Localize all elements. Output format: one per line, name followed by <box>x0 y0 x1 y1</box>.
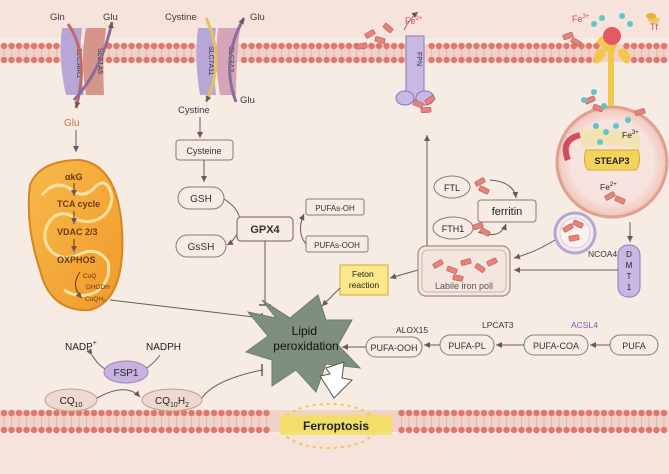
fe3-outside-label: Fe3+ <box>572 14 590 24</box>
coqh2-label: CoQH₂ <box>85 296 106 303</box>
fsp1-node <box>103 360 149 384</box>
slc38a1-slc1a5-transporter: SLC38A1 SLC1A5 <box>60 21 114 109</box>
feton-reaction-box <box>339 264 389 296</box>
nadph-label: NADPH <box>146 342 181 353</box>
tf-label: Tf <box>650 22 658 32</box>
gsh-label: GSH <box>190 194 212 205</box>
fpn-transporter: FPN <box>395 35 435 106</box>
fe3-endosome-label: Fe3+ <box>622 130 639 140</box>
cystine-in-label: Cystine <box>178 105 210 116</box>
pufa-pl-label: PUFA-PL <box>448 341 486 351</box>
feton-word: Feton <box>352 269 374 279</box>
top-membrane <box>0 42 669 64</box>
cq10-label: CQ10 <box>60 396 83 409</box>
labile-iron-pool-label: Labile iron poll <box>435 281 493 291</box>
peroxidation-word: peroxidation <box>273 339 338 353</box>
tca-cycle-label: TCA cycle <box>57 199 100 209</box>
cq10h2-label: CQ10H2 <box>155 396 189 409</box>
cystine-out-label: Cystine <box>165 12 197 23</box>
akg-label: αkG <box>65 172 83 182</box>
vdac-label: VDAC 2/3 <box>57 227 98 237</box>
slc7a11-label: SLC7A11 <box>207 46 214 76</box>
cq10-node <box>44 388 98 412</box>
glu-in-label: Glu <box>64 118 80 129</box>
dmt1-transporter <box>617 244 641 298</box>
transferrin-receptor <box>593 13 660 106</box>
mitochondrion <box>27 158 124 312</box>
glu-out-label: Glu <box>103 12 118 23</box>
ncoa4-label: NCOA4 <box>588 249 618 259</box>
reaction-word: reaction <box>349 280 380 290</box>
pufas-ooh-label: PUFAs-OOH <box>314 241 360 250</box>
dhodh-label: DHODH <box>86 284 110 291</box>
lipid-word: Lipid <box>292 324 317 338</box>
labile-iron-pool-box <box>417 245 511 297</box>
fe2-endosome-label: Fe2+ <box>600 182 617 192</box>
ftl-label: FTL <box>444 183 460 193</box>
ferroptosis-banner <box>280 415 392 435</box>
gssh-box <box>175 234 227 258</box>
pufas-oh-box <box>305 198 365 216</box>
slc7a11-slc3a2-transporter: SLC7A11 SLC3A2 <box>196 17 246 103</box>
ferritin-label: ferritin <box>492 206 523 218</box>
ferroptosis-label: Ferroptosis <box>303 419 369 433</box>
lipid-peroxidation-star <box>244 294 362 393</box>
fe2-outside-label: Fe2+ <box>405 16 423 26</box>
lipid-peroxidation-label: Lipid peroxidation <box>273 324 338 353</box>
feton-reaction-label: Feton reaction <box>349 269 380 290</box>
gssh-label: GsSH <box>188 242 215 253</box>
ferroptosis-arrow <box>319 361 354 399</box>
iron-particles <box>356 22 646 282</box>
pufa-coa-label: PUFA-COA <box>533 341 579 351</box>
lpcat3-label: LPCAT3 <box>482 320 514 330</box>
glu-out-mid-label: Glu <box>250 12 265 23</box>
coq-label: CoQ <box>83 273 96 280</box>
dmt1-t: T <box>627 272 632 281</box>
ftl-node <box>433 175 471 199</box>
nadp-label: NADP+ <box>65 340 97 353</box>
acsl4-label: ACSL4 <box>571 320 598 330</box>
glu-in-mid-label: Glu <box>240 95 255 106</box>
alox15-label: ALOX15 <box>396 325 428 335</box>
ferritin-box <box>477 199 537 223</box>
steap3-label: STEAP3 <box>594 156 629 166</box>
dmt1-m: M <box>626 261 633 270</box>
fth1-node <box>432 216 474 240</box>
dmt1-1: 1 <box>627 283 632 292</box>
fsp1-label: FSP1 <box>113 368 138 379</box>
fth1-label: FTH1 <box>442 224 465 234</box>
endosome <box>555 105 669 219</box>
fe3-particles <box>581 13 633 145</box>
gln-label: Gln <box>50 12 65 23</box>
oxphos-label: OXPHOS <box>57 255 96 265</box>
pufa-label: PUFA <box>622 341 646 351</box>
cysteine-label: Cysteine <box>186 146 221 156</box>
slc38a1-label: SLC38A1 <box>75 48 82 78</box>
pufa-ooh-label: PUFA-OOH <box>370 343 417 353</box>
gpx4-label: GPX4 <box>250 224 280 236</box>
gsh-box <box>177 186 225 210</box>
cq10h2-node <box>141 388 203 412</box>
dmt1-d: D <box>626 250 632 259</box>
fpn-label: FPN <box>415 52 422 66</box>
pufas-oh-label: PUFAs-OH <box>315 204 355 213</box>
